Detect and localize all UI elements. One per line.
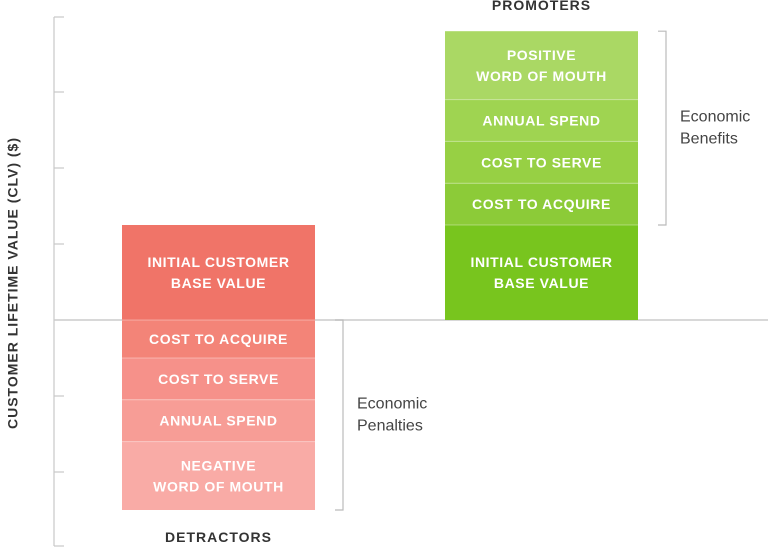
y-axis-label: CUSTOMER LIFETIME VALUE (CLV) ($)	[5, 137, 21, 429]
bar-segment	[122, 225, 315, 320]
bracket-label: Benefits	[680, 131, 738, 148]
bar-segment	[122, 358, 315, 400]
bracket-label: Economic	[357, 396, 427, 413]
bar-segment	[445, 31, 638, 100]
segment-label: NEGATIVE	[181, 457, 256, 473]
bracket	[335, 319, 344, 511]
segment-label: WORD OF MOUTH	[153, 478, 284, 494]
segment-label: COST TO ACQUIRE	[149, 331, 288, 347]
column-title: PROMOTERS	[492, 0, 591, 13]
segment-label: COST TO SERVE	[158, 371, 279, 387]
bars-layer	[122, 31, 638, 510]
bracket	[658, 30, 667, 226]
segment-label: INITIAL CUSTOMER	[470, 254, 612, 270]
bar-segment	[445, 183, 638, 225]
bar-segment	[445, 225, 638, 320]
labels-layer: INITIAL CUSTOMER BASE VALUE COST TO ACQUIR…	[147, 0, 612, 545]
segment-label: COST TO SERVE	[481, 154, 602, 170]
bar-segment	[445, 141, 638, 184]
segment-label: POSITIVE	[507, 47, 576, 63]
segment-label: ANNUAL SPEND	[159, 413, 277, 429]
segment-label: WORD OF MOUTH	[476, 68, 607, 84]
segment-label: COST TO ACQUIRE	[472, 196, 611, 212]
bracket-label: Economic	[680, 109, 750, 126]
bar-segment	[122, 320, 315, 358]
bar-segment	[122, 399, 315, 442]
bar-segment	[122, 441, 315, 510]
segment-label: BASE VALUE	[171, 275, 266, 291]
bar-segment	[445, 99, 638, 142]
column-title: DETRACTORS	[165, 529, 272, 545]
bracket-label: Penalties	[357, 418, 423, 435]
segment-label: ANNUAL SPEND	[482, 113, 600, 129]
segment-label: BASE VALUE	[494, 275, 589, 291]
segment-label: INITIAL CUSTOMER	[147, 254, 289, 270]
